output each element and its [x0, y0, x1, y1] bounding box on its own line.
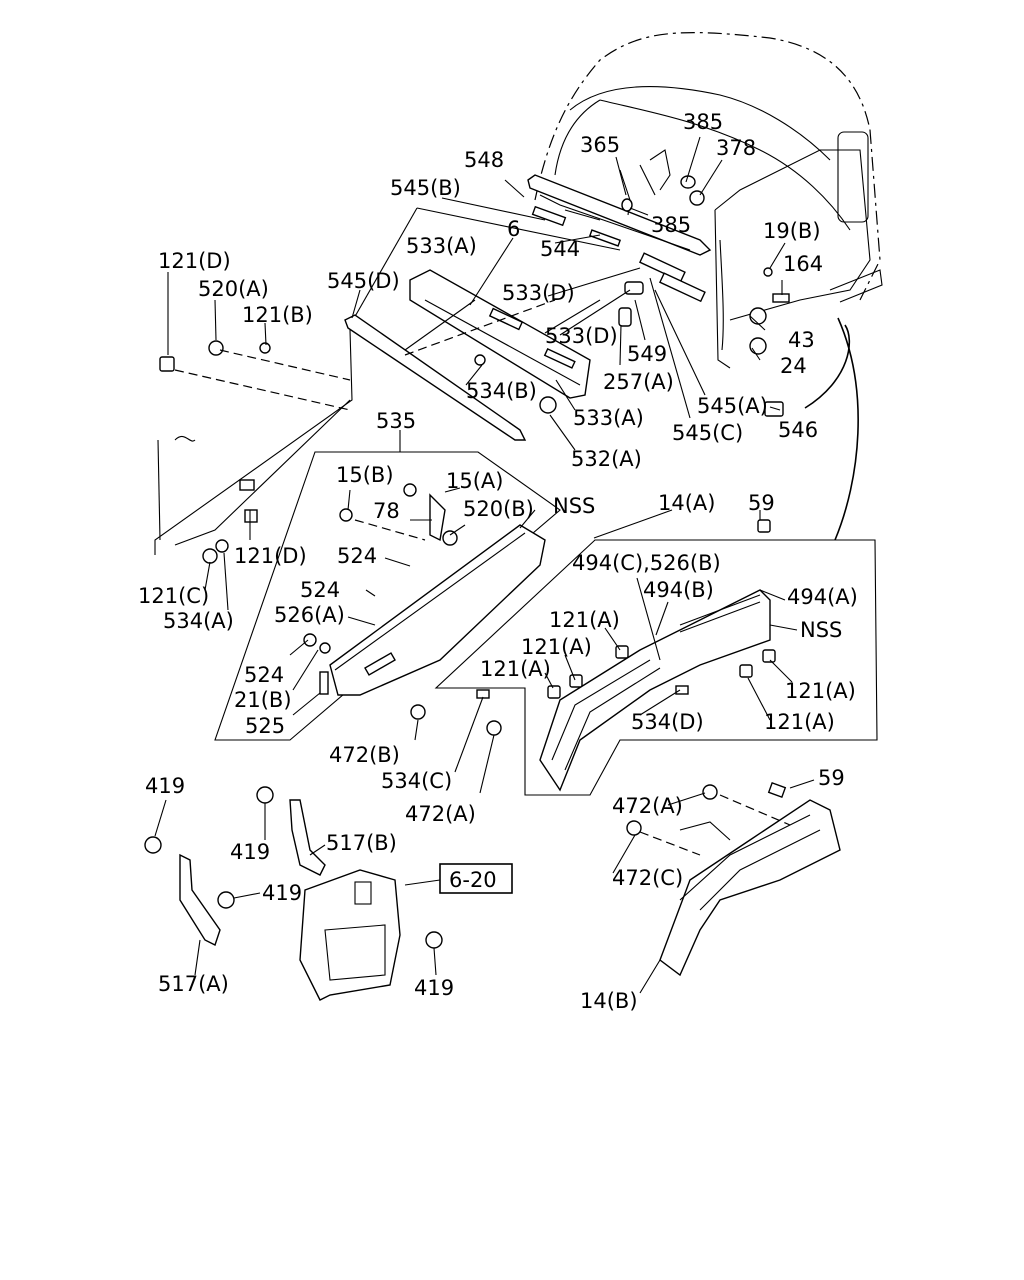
part-labels: 385 365 378 548 545(B) 385 6 533(A) 544 … [138, 110, 858, 1013]
label-14B: 14(B) [580, 989, 638, 1013]
label-121A-2: 121(A) [521, 635, 592, 659]
label-534B: 534(B) [466, 379, 537, 403]
label-15B: 15(B) [336, 463, 394, 487]
label-545D: 545(D) [327, 269, 400, 293]
label-121A-3: 121(A) [480, 657, 551, 681]
label-524-3: 524 [244, 663, 284, 687]
cab-side-trim [618, 252, 851, 417]
step-assembly [144, 786, 443, 1001]
label-532A: 532(A) [571, 447, 642, 471]
label-533A-bot: 533(A) [573, 406, 644, 430]
label-520B: 520(B) [463, 497, 534, 521]
label-544: 544 [540, 237, 580, 261]
label-533A-top: 533(A) [406, 234, 477, 258]
cab-outline [534, 32, 883, 369]
label-121B: 121(B) [242, 303, 313, 327]
box-535 [214, 451, 561, 741]
label-494A: 494(A) [787, 585, 858, 609]
front-upper-panel [344, 207, 631, 441]
label-494B: 494(B) [643, 578, 714, 602]
label-548: 548 [464, 148, 504, 172]
label-15A: 15(A) [446, 469, 503, 493]
label-534D: 534(D) [631, 710, 704, 734]
label-385-mid: 385 [651, 213, 691, 237]
label-59-bot: 59 [818, 766, 845, 790]
label-19B: 19(B) [763, 219, 821, 243]
left-cab-panel [154, 329, 353, 564]
label-525: 525 [245, 714, 285, 738]
label-546: 546 [778, 418, 818, 442]
label-494C-526B: 494(C),526(B) [572, 551, 721, 575]
label-533D-2: 533(D) [545, 324, 618, 348]
label-164: 164 [783, 252, 823, 276]
label-78: 78 [373, 499, 400, 523]
label-520A: 520(A) [198, 277, 269, 301]
label-524-1: 524 [337, 544, 377, 568]
label-6: 6 [507, 217, 520, 241]
reference-box-6-20: 6-20 [439, 863, 513, 894]
label-121D-top: 121(D) [158, 249, 231, 273]
label-534A: 534(A) [163, 609, 234, 633]
label-121D-mid: 121(D) [234, 544, 307, 568]
label-NSS-2: NSS [800, 618, 842, 642]
label-524-2: 524 [300, 578, 340, 602]
windshield-trim [527, 174, 712, 256]
label-24: 24 [780, 354, 807, 378]
label-472A-1: 472(A) [612, 794, 683, 818]
visor-bracket [619, 149, 705, 216]
reference-arrow [834, 317, 859, 541]
label-59-top: 59 [748, 491, 775, 515]
label-14A: 14(A) [658, 491, 715, 515]
label-21B: 21(B) [234, 688, 292, 712]
label-472A-2: 472(A) [405, 802, 476, 826]
label-121C: 121(C) [138, 584, 209, 608]
label-545B: 545(B) [390, 176, 461, 200]
label-545C: 545(C) [672, 421, 743, 445]
label-385-top: 385 [683, 110, 723, 134]
leader-lines [154, 136, 815, 994]
label-43: 43 [788, 328, 815, 352]
label-121A-4: 121(A) [785, 679, 856, 703]
label-365: 365 [580, 133, 620, 157]
label-257A: 257(A) [603, 370, 674, 394]
label-419-2: 419 [230, 840, 270, 864]
label-472B: 472(B) [329, 743, 400, 767]
label-419-3: 419 [262, 881, 302, 905]
label-419-4: 419 [414, 976, 454, 1000]
label-545A: 545(A) [697, 394, 768, 418]
label-419-1: 419 [145, 774, 185, 798]
label-517A: 517(A) [158, 972, 229, 996]
fender-14B [626, 782, 841, 977]
label-549: 549 [627, 342, 667, 366]
label-517B: 517(B) [326, 831, 397, 855]
label-534C: 534(C) [381, 769, 452, 793]
label-121A-5: 121(A) [764, 710, 835, 734]
label-378: 378 [716, 136, 756, 160]
label-6-20: 6-20 [449, 868, 497, 892]
label-533D-1: 533(D) [502, 281, 575, 305]
label-121A-1: 121(A) [549, 608, 620, 632]
label-NSS-1: NSS [553, 494, 595, 518]
label-472C: 472(C) [612, 866, 683, 890]
label-535: 535 [376, 409, 416, 433]
label-526A: 526(A) [274, 603, 345, 627]
